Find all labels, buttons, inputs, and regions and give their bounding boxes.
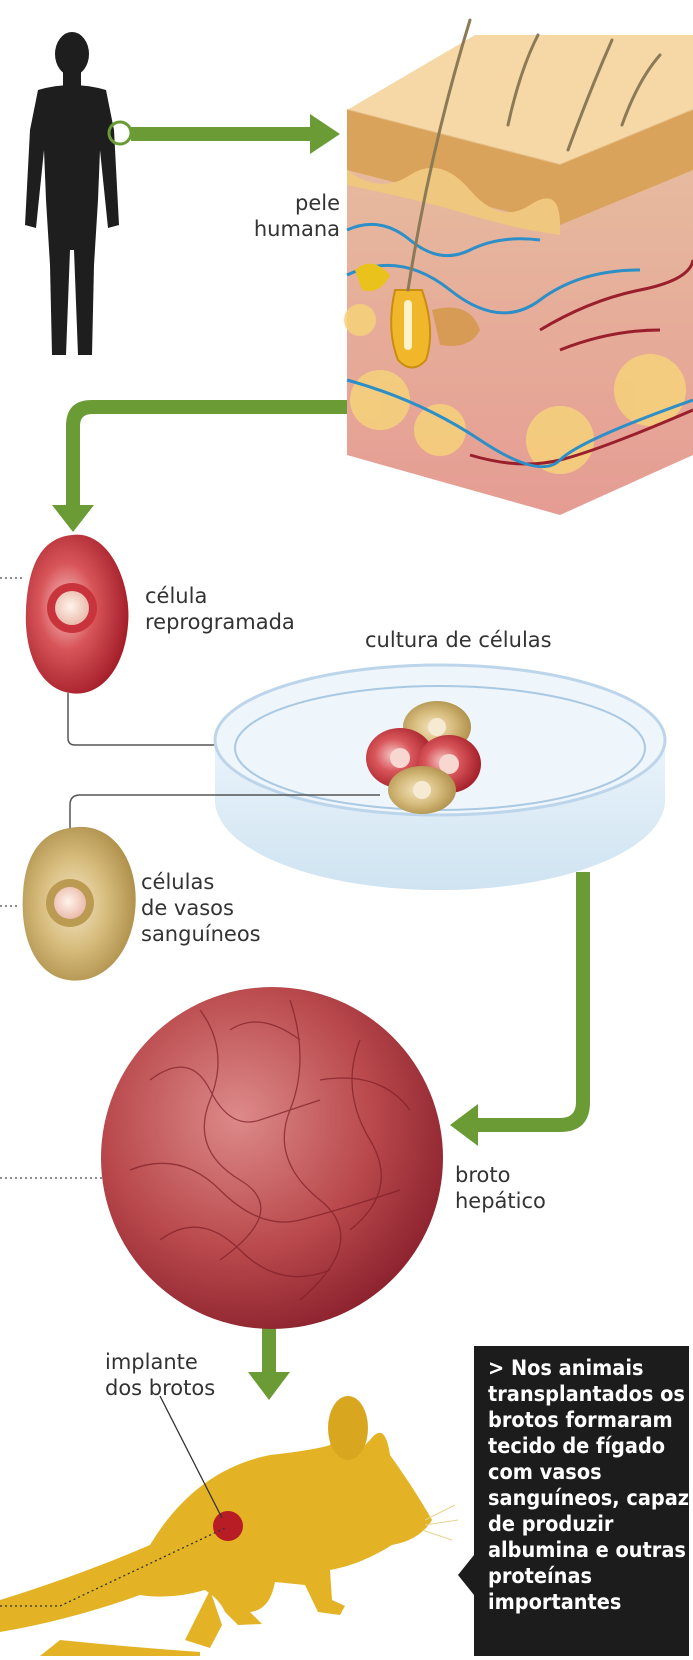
note-pointer [458, 1555, 474, 1595]
note-line: com vasos [488, 1460, 683, 1486]
label-cell-line2: reprogramada [145, 609, 295, 635]
label-vessel-line3: sanguíneos [141, 921, 261, 947]
label-liver-bud: broto hepático [455, 1162, 546, 1214]
arrow-dish-bud-head [450, 1104, 478, 1146]
result-note-box: > Nos animais transplantados os brotos f… [474, 1346, 689, 1656]
arrow-bud-mouse-head [248, 1372, 290, 1400]
vessel-cell-icon [23, 827, 136, 981]
note-line: de produzir [488, 1512, 683, 1538]
label-cell-culture: cultura de células [365, 627, 552, 653]
note-line: sanguíneos, capaz [488, 1486, 683, 1512]
petri-dish-icon [215, 665, 665, 890]
human-silhouette-icon [25, 32, 119, 355]
label-bud-line1: broto [455, 1162, 546, 1188]
arrow-skin-cell [66, 400, 350, 505]
label-vessel-line1: células [141, 869, 261, 895]
label-skin: pele humana [240, 190, 340, 242]
label-vessel-cells: células de vasos sanguíneos [141, 869, 261, 947]
label-reprogrammed-cell: célula reprogramada [145, 583, 295, 635]
label-skin-line1: pele [240, 190, 340, 216]
note-line: tecido de fígado [488, 1434, 683, 1460]
label-vessel-line2: de vasos [141, 895, 261, 921]
note-line: importantes [488, 1590, 683, 1616]
label-implant-line2: dos brotos [105, 1375, 215, 1401]
skin-section-icon [344, 20, 693, 515]
arrow-human-skin-head [310, 114, 340, 154]
arrow-dish-bud [478, 872, 590, 1132]
note-line: transplantados os [488, 1382, 683, 1408]
label-implant-line1: implante [105, 1349, 215, 1375]
label-skin-line2: humana [240, 216, 340, 242]
arrow-skin-cell-head [52, 505, 94, 532]
reprogrammed-cell-icon [26, 535, 129, 694]
arrow-human-skin [131, 127, 311, 141]
label-implant: implante dos brotos [105, 1349, 215, 1401]
note-line: proteínas [488, 1564, 683, 1590]
implant-site-marker [213, 1511, 243, 1541]
label-cell-line1: célula [145, 583, 295, 609]
label-bud-line2: hepático [455, 1188, 546, 1214]
note-line: brotos formaram [488, 1408, 683, 1434]
note-line: > Nos animais [488, 1356, 683, 1382]
liver-bud-icon [101, 987, 443, 1329]
note-line: albumina e outras [488, 1538, 683, 1564]
